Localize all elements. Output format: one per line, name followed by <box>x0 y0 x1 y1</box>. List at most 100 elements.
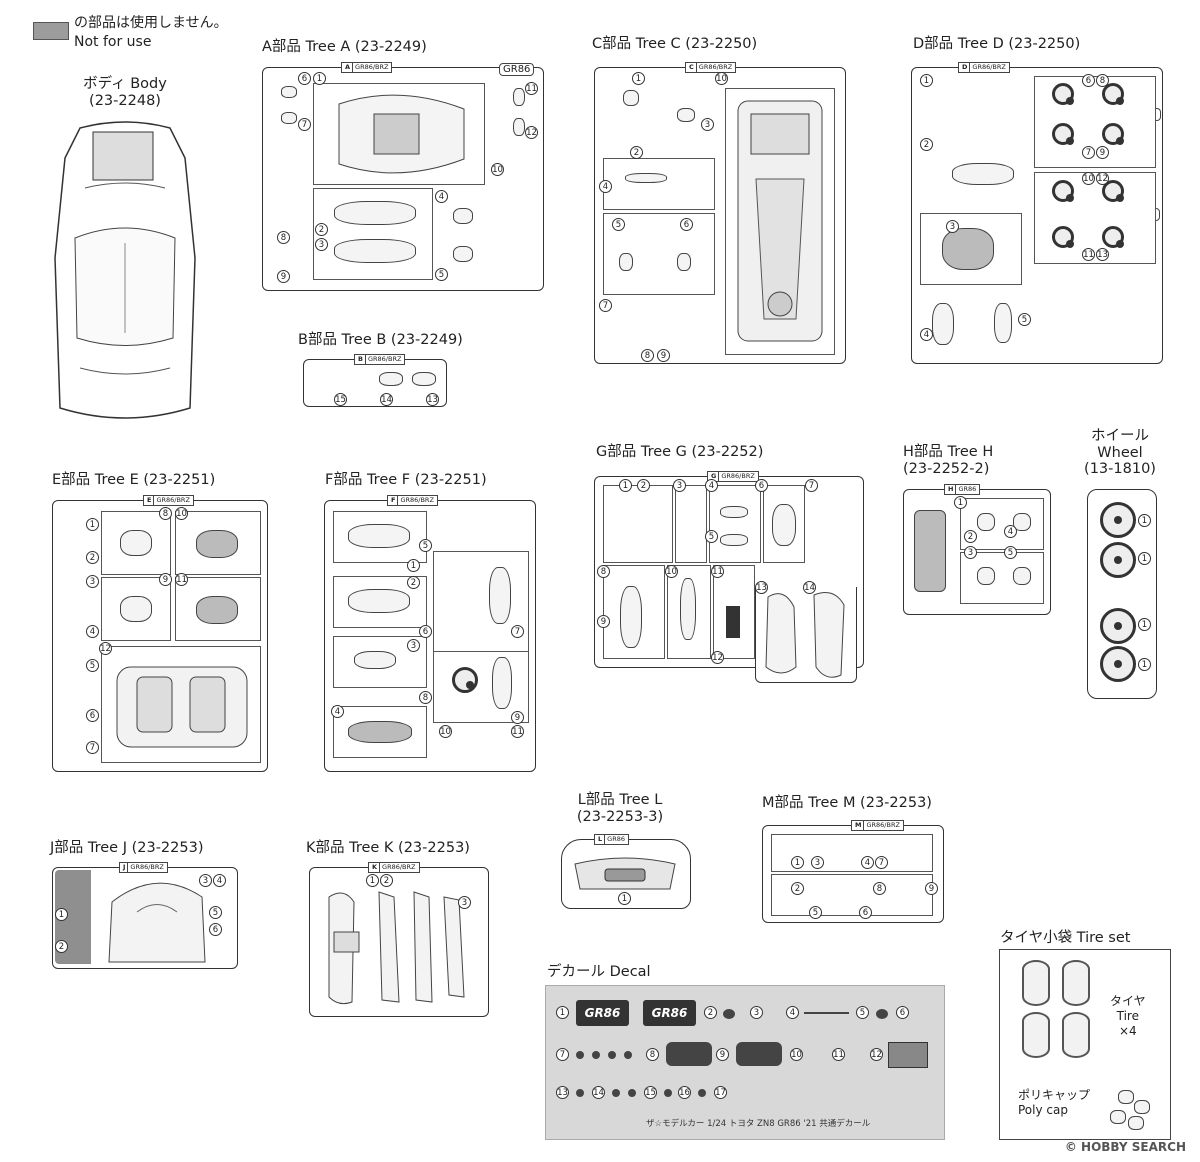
part-number: 7 <box>875 856 888 869</box>
part-number: 9 <box>511 711 524 724</box>
part-number: 7 <box>805 479 818 492</box>
poly-cap-part <box>1128 1116 1144 1130</box>
part-number: 11 <box>175 573 188 586</box>
tree-a-cell-windows <box>313 188 433 280</box>
legend-line-en: Not for use <box>74 34 152 50</box>
part-number: 7 <box>86 741 99 754</box>
part-number: 3 <box>701 118 714 131</box>
part-number: 7 <box>599 299 612 312</box>
tree-c-chassis <box>725 88 835 355</box>
decal-number: 8 <box>646 1048 659 1061</box>
part-number: 1 <box>313 72 326 85</box>
poly-cap-part <box>1134 1100 1150 1114</box>
part-number: 14 <box>380 393 393 406</box>
part-number: 2 <box>315 223 328 236</box>
part-number: 1 <box>954 496 967 509</box>
part-number: 3 <box>946 220 959 233</box>
part-number: 4 <box>331 705 344 718</box>
tire-set-box: タイヤ Tire ×4 ポリキャップ Poly cap <box>999 949 1171 1140</box>
tree-k-title: K部品 Tree K (23-2253) <box>306 840 470 856</box>
part-number: 2 <box>380 874 393 887</box>
tire-set-title: タイヤ小袋 Tire set <box>1000 930 1131 946</box>
part-number: 8 <box>873 882 886 895</box>
part-number: 11 <box>1082 248 1095 261</box>
part-number: 1 <box>407 559 420 572</box>
part-number: 13 <box>1096 248 1109 261</box>
tree-a-title: A部品 Tree A (23-2249) <box>262 39 427 55</box>
part-number: 10 <box>715 72 728 85</box>
decal-number: 16 <box>678 1086 691 1099</box>
hobby-search-watermark: © HOBBY SEARCH <box>1064 1140 1186 1154</box>
part-number: 3 <box>199 874 212 887</box>
part-number: 6 <box>86 709 99 722</box>
part-number: 5 <box>1004 546 1017 559</box>
tree-e-title: E部品 Tree E (23-2251) <box>52 472 216 488</box>
part-number: 11 <box>525 82 538 95</box>
part-number: 8 <box>277 231 290 244</box>
part-number: 8 <box>159 507 172 520</box>
tree-e-interior-tub <box>101 646 261 763</box>
part-number: 1 <box>619 479 632 492</box>
part-number: 6 <box>209 923 222 936</box>
body-title: ボディ Body (23-2248) <box>83 76 167 109</box>
decal-number: 17 <box>714 1086 727 1099</box>
part-number: 10 <box>1082 172 1095 185</box>
part-number: 5 <box>435 268 448 281</box>
part-number: 4 <box>861 856 874 869</box>
wheel-sprue: 1 1 1 1 <box>1087 489 1157 699</box>
poly-cap-label: ポリキャップ Poly cap <box>1018 1088 1091 1117</box>
tree-l-title: L部品 Tree L (23-2253-3) <box>576 792 664 825</box>
not-for-use-swatch <box>33 22 69 40</box>
decal-number: 15 <box>644 1086 657 1099</box>
part-number: 6 <box>419 625 432 638</box>
part-number: 15 <box>334 393 347 406</box>
part-number: 2 <box>964 530 977 543</box>
wheel-title: ホイール Wheel (13-1810) <box>1084 428 1156 477</box>
part-number: 5 <box>209 906 222 919</box>
decal-gr86-logo: GR86 <box>643 1000 696 1026</box>
part-number: 7 <box>511 625 524 638</box>
part-number: 3 <box>811 856 824 869</box>
part-number: 3 <box>86 575 99 588</box>
part-number: 5 <box>612 218 625 231</box>
decal-number: 5 <box>856 1006 869 1019</box>
part-number: 3 <box>407 639 420 652</box>
part-number: 1 <box>86 518 99 531</box>
part-number: 12 <box>711 651 724 664</box>
decal-number: 2 <box>704 1006 717 1019</box>
part-number: 10 <box>439 725 452 738</box>
part-number: 2 <box>630 146 643 159</box>
part-number: 12 <box>1096 172 1109 185</box>
legend-line-jp: の部品は使用しません。 <box>74 15 228 31</box>
part-number: 1 <box>1138 514 1151 527</box>
part-number: 7 <box>1082 146 1095 159</box>
decal-number: 12 <box>870 1048 883 1061</box>
decal-number: 13 <box>556 1086 569 1099</box>
decal-number: 4 <box>786 1006 799 1019</box>
part-number: 5 <box>419 539 432 552</box>
part-number: 9 <box>1096 146 1109 159</box>
decal-number: 3 <box>750 1006 763 1019</box>
tree-a-cell-body-top <box>313 83 485 185</box>
part-number: 11 <box>511 725 524 738</box>
part-number: 1 <box>920 74 933 87</box>
part-number: 13 <box>426 393 439 406</box>
part-number: 1 <box>618 892 631 905</box>
tree-d-title: D部品 Tree D (23-2250) <box>913 36 1081 52</box>
part-number: 13 <box>755 581 768 594</box>
tree-a-gr86-badge: GR86 <box>499 63 535 76</box>
part-number: 2 <box>55 940 68 953</box>
decal-gr86-logo: GR86 <box>576 1000 629 1026</box>
